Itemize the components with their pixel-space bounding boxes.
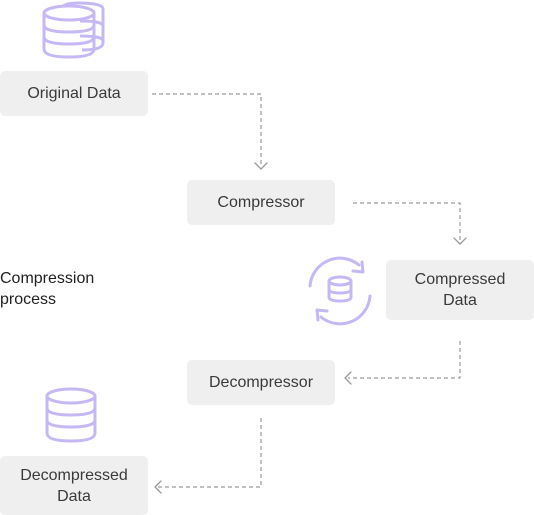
node-compressor-label: Compressor [217, 194, 305, 211]
node-original-data-label: Original Data [27, 85, 121, 102]
node-compressed-data: Compressed Data [386, 260, 534, 320]
node-decompressed-data-label-line2: Data [57, 487, 91, 505]
arrowhead-left-icon [344, 371, 352, 385]
connector-compressor-to-compressed [353, 202, 461, 241]
node-original-data: Original Data [0, 71, 148, 116]
connector-compressed-to-decompressor [348, 341, 461, 379]
node-compressed-data-label-line2: Data [443, 292, 477, 309]
connector-decompressor-to-decompressed [158, 418, 262, 488]
arrowhead-down-icon [453, 237, 467, 245]
arrowhead-down-icon [254, 162, 268, 170]
node-decompressor-label: Decompressor [208, 374, 314, 391]
diagram-side-label: Compression process [0, 268, 140, 310]
connector-original-to-compressor [152, 93, 262, 166]
node-decompressed-data-label-line1: Decompressed [20, 466, 128, 484]
node-decompressor: Decompressor [187, 360, 335, 405]
arrowhead-left-icon [154, 480, 162, 494]
node-compressed-data-label-line1: Compressed [414, 271, 506, 288]
node-decompressed-data: Decompressed Data [0, 456, 148, 515]
node-compressor: Compressor [187, 180, 335, 225]
side-label-text: Compression process [0, 270, 95, 308]
